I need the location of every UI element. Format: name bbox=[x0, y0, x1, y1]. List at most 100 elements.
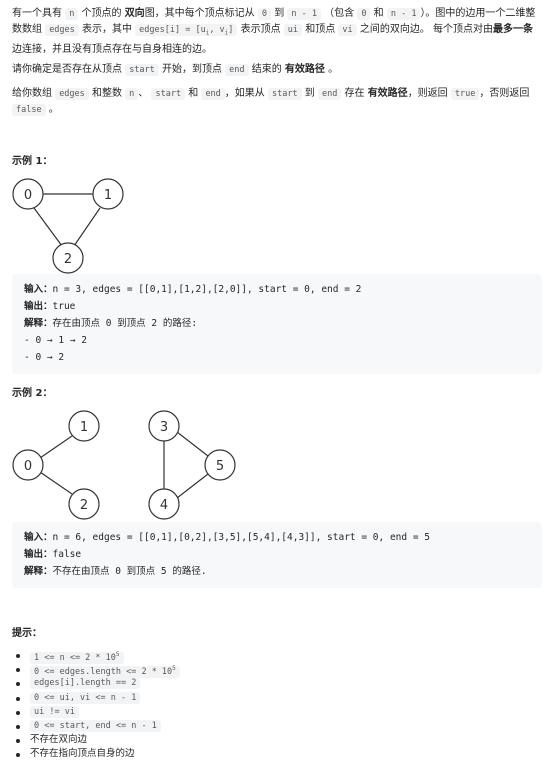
bullet-icon bbox=[16, 654, 20, 658]
text: 到 bbox=[304, 88, 315, 99]
bullet-icon bbox=[16, 725, 20, 729]
inline-code: ui bbox=[283, 24, 303, 36]
svg-text:5: 5 bbox=[216, 459, 224, 474]
constraint-item: ui != vi bbox=[16, 705, 79, 719]
constraint-text: edges[i].length == 2 bbox=[30, 677, 141, 690]
constraint-text: 不存在双向边 bbox=[30, 734, 88, 746]
graph-node: 1 bbox=[68, 410, 100, 442]
bold-text: 双向 bbox=[124, 8, 145, 19]
input-value: n = 6, edges = [[0,1],[0,2],[3,5],[5,4],… bbox=[52, 532, 431, 543]
explanation-value: 不存在由顶点 0 到顶点 5 的路径. bbox=[52, 566, 207, 577]
text: 之间的双向边。 每个顶点对由 bbox=[359, 24, 494, 35]
path-line: - 0 → 2 bbox=[24, 352, 65, 363]
text: 表示，其中 bbox=[81, 24, 132, 35]
inline-code: end bbox=[201, 88, 225, 100]
graph-node: 2 bbox=[52, 242, 84, 274]
inline-code: 0 bbox=[257, 8, 271, 20]
text: 存在 bbox=[344, 88, 365, 99]
constraint-item: 0 <= start, end <= n - 1 bbox=[16, 719, 161, 733]
text: ，则返回 bbox=[407, 88, 448, 99]
text: 。 bbox=[48, 104, 59, 115]
input-label: 输入： bbox=[24, 284, 53, 295]
explanation-value: 存在由顶点 0 到顶点 2 的路径: bbox=[52, 318, 198, 329]
text: （包含 bbox=[324, 8, 355, 19]
explanation-label: 解释： bbox=[24, 566, 53, 577]
input-value: n = 3, edges = [[0,1],[1,2],[2,0]], star… bbox=[52, 284, 362, 295]
output-label: 输出： bbox=[24, 301, 53, 312]
constraint-item: edges[i].length == 2 bbox=[16, 676, 141, 690]
inline-code: start bbox=[151, 88, 186, 100]
text: ，如果从 bbox=[224, 88, 265, 99]
svg-text:2: 2 bbox=[64, 252, 72, 267]
bullet-icon bbox=[16, 682, 20, 687]
bold-text: 有效路径 bbox=[284, 64, 325, 75]
problem-question: 请你确定是否存在从顶点 start 开始，到顶点 end 结束的 有效路径 。 bbox=[12, 62, 542, 78]
output-value: true bbox=[52, 301, 76, 312]
text: 、 bbox=[138, 88, 149, 99]
svg-text:4: 4 bbox=[160, 498, 168, 513]
text: 个顶点的 bbox=[81, 8, 122, 19]
constraint-text: ui != vi bbox=[30, 705, 79, 718]
constraint-text: 0 <= ui, vi <= n - 1 bbox=[30, 691, 141, 704]
graph-node: 2 bbox=[68, 488, 100, 520]
graph-edge bbox=[176, 473, 209, 499]
inline-code: edges bbox=[55, 88, 89, 100]
bold-text: 最多一条 bbox=[493, 24, 534, 35]
svg-text:1: 1 bbox=[80, 420, 88, 435]
text: 到 bbox=[274, 8, 285, 19]
text: ）。图中的边用一个二维整数数组 bbox=[12, 8, 536, 35]
output-label: 输出： bbox=[24, 549, 53, 560]
bullet-icon bbox=[16, 710, 20, 715]
constraint-text: 1 <= n <= 2 * 105 bbox=[30, 651, 124, 664]
bold-text: 有效路径 bbox=[367, 88, 408, 99]
constraint-item: 1 <= n <= 2 * 105 bbox=[16, 648, 124, 665]
path-line: - 0 → 1 → 2 bbox=[24, 335, 87, 346]
text: 和顶点 bbox=[305, 24, 336, 35]
inline-code: edges[i] = [ui, vi] bbox=[135, 24, 238, 37]
constraint-item: 0 <= edges.length <= 2 * 105 bbox=[16, 662, 180, 679]
example-2-graph: 1 0 2 3 5 4 bbox=[12, 410, 236, 520]
problem-task: 给你数组 edges 和整数 n、 start 和 end，如果从 start … bbox=[12, 86, 542, 118]
inline-code: end bbox=[317, 88, 342, 100]
graph-edge bbox=[176, 431, 209, 457]
graph-edge bbox=[39, 471, 73, 495]
bullet-icon bbox=[16, 753, 20, 758]
inline-code: true bbox=[450, 88, 480, 100]
bullet-icon bbox=[16, 696, 20, 701]
svg-text:3: 3 bbox=[160, 420, 168, 435]
bullet-icon bbox=[16, 668, 20, 673]
constraint-text: 不存在指向顶点自身的边 bbox=[30, 748, 135, 760]
text: ，否则返回 bbox=[479, 88, 530, 99]
constraint-text: 0 <= start, end <= n - 1 bbox=[30, 720, 161, 732]
constraint-text: 0 <= edges.length <= 2 * 105 bbox=[30, 665, 180, 679]
graph-node: 3 bbox=[148, 410, 180, 442]
hints-title: 提示： bbox=[12, 628, 42, 639]
problem-description: 有一个具有 n 个顶点的 双向图，其中每个顶点标记从 0 到 n - 1 （包含… bbox=[12, 6, 542, 58]
text: 和整数 bbox=[91, 88, 122, 99]
constraint-item: 不存在双向边 bbox=[16, 733, 88, 747]
graph-node: 0 bbox=[12, 178, 44, 210]
constraint-item: 0 <= ui, vi <= n - 1 bbox=[16, 691, 141, 705]
input-label: 输入： bbox=[24, 532, 53, 543]
text: 图，其中每个顶点标记从 bbox=[144, 8, 255, 19]
explanation-label: 解释： bbox=[24, 318, 53, 329]
text: 和 bbox=[188, 88, 199, 99]
text: 给你数组 bbox=[12, 88, 52, 99]
inline-code: vi bbox=[338, 24, 357, 36]
inline-code: n - 1 bbox=[287, 8, 321, 20]
graph-edge bbox=[73, 207, 101, 247]
inline-code: n bbox=[125, 88, 139, 100]
graph-node: 0 bbox=[12, 449, 44, 481]
svg-text:2: 2 bbox=[80, 498, 88, 513]
text: 结束的 bbox=[251, 64, 282, 75]
inline-code: n bbox=[65, 8, 79, 20]
graph-node: 5 bbox=[204, 449, 236, 481]
text: 表示顶点 bbox=[240, 24, 281, 35]
text: 请你确定是否存在从顶点 bbox=[12, 64, 122, 75]
constraint-item: 不存在指向顶点自身的边 bbox=[16, 747, 135, 761]
inline-code: false bbox=[12, 104, 46, 116]
text: 开始，到顶点 bbox=[161, 64, 222, 75]
svg-text:0: 0 bbox=[24, 459, 32, 474]
text: 。 bbox=[328, 64, 339, 75]
inline-code: start bbox=[267, 88, 302, 100]
